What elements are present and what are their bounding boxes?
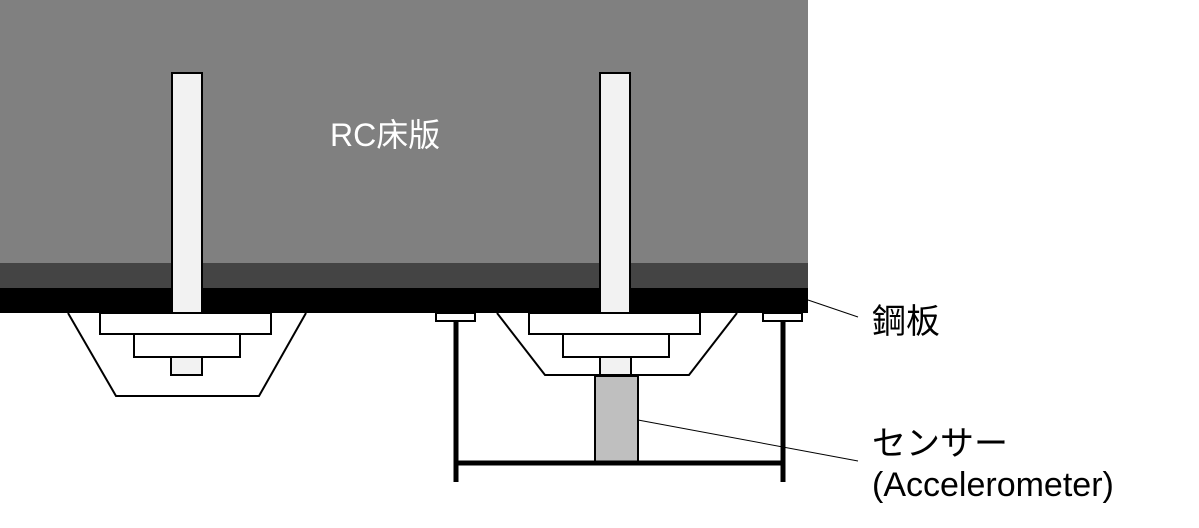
anchor-rod-left [171, 72, 203, 314]
bracket-left [67, 312, 307, 397]
rc-slab [0, 0, 808, 264]
steel-plate [0, 288, 808, 313]
steel-plate-label: 鋼板 [872, 303, 940, 341]
bracket-right [496, 312, 738, 376]
accelerometer-sensor [594, 375, 639, 464]
sensor-label: センサー [872, 425, 1008, 463]
sensor-label-english: (Accelerometer) [872, 466, 1114, 504]
slab-label: RC床版 [330, 117, 440, 153]
anchor-rod-right [599, 72, 631, 314]
leader-line-sensor [637, 419, 859, 462]
support-frame [435, 312, 803, 482]
leader-line-steel-plate [807, 299, 859, 318]
slab-lower-layer [0, 263, 808, 289]
